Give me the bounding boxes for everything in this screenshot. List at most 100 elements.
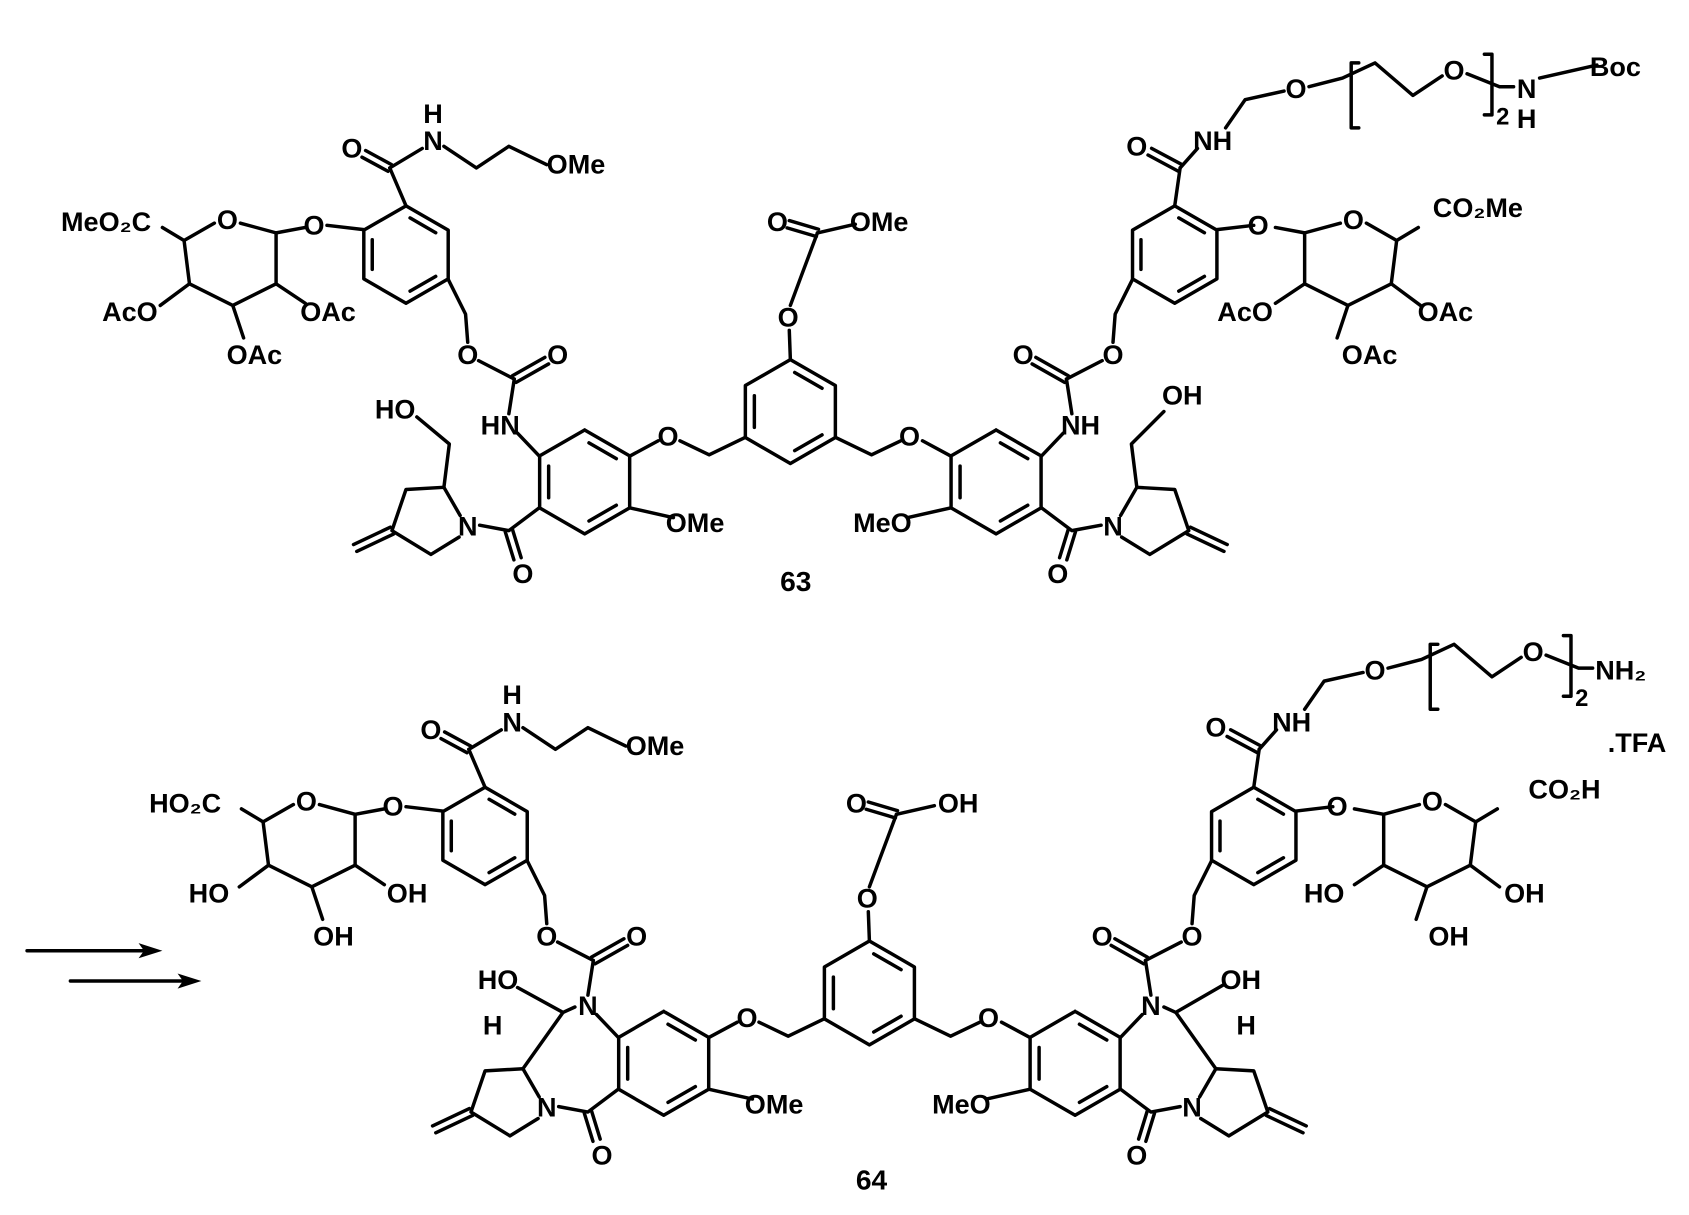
double-bond: [1036, 357, 1068, 375]
bond: [471, 1069, 539, 1136]
atom-label: OMe: [547, 150, 606, 180]
atom-label: O: [1285, 74, 1306, 104]
double-bond: [1146, 1113, 1155, 1141]
bond: [1113, 279, 1132, 342]
double-bond: [866, 809, 895, 818]
double-bond: [1067, 532, 1076, 560]
atom-label: OMe: [745, 1089, 804, 1119]
aromatic-ring: [824, 941, 914, 1045]
atom-label: O: [626, 922, 647, 952]
bond: [790, 233, 817, 306]
bond: [1164, 1007, 1216, 1069]
atom-label: 2: [1496, 104, 1509, 131]
bond: [233, 305, 244, 337]
double-bond: [1139, 1111, 1148, 1139]
bond: [1042, 433, 1064, 456]
bond: [597, 1015, 619, 1038]
bond: [1305, 223, 1341, 233]
atom-label: Boc: [1590, 52, 1641, 82]
bond: [896, 806, 934, 815]
atom-label: O: [857, 884, 878, 914]
atom-label: HO: [189, 878, 230, 908]
double-bond: [1269, 1109, 1306, 1126]
bond: [1388, 644, 1521, 676]
double-bond: [505, 532, 514, 560]
atom-label: O: [1444, 55, 1465, 85]
atom-label: O: [1205, 713, 1226, 743]
bond: [444, 146, 547, 168]
bond: [986, 1089, 1029, 1099]
atom-label: O: [382, 792, 403, 822]
bracket-close: [1484, 54, 1492, 115]
atom-label: HO: [478, 965, 519, 995]
atom-label: OH: [1162, 380, 1203, 410]
aromatic-ring: [540, 430, 630, 534]
atom-label: OAc: [227, 340, 283, 370]
compound-number-64: 64: [856, 1165, 888, 1196]
atom-label: O: [899, 421, 920, 451]
atom-label: O: [737, 1003, 758, 1033]
double-bond: [595, 945, 627, 963]
double-bond: [1032, 364, 1064, 382]
bond: [1275, 227, 1304, 232]
atom-label: O: [1327, 792, 1348, 822]
bond: [509, 379, 514, 414]
atom-label: H: [423, 99, 443, 129]
atom-label: NH: [1193, 126, 1232, 156]
atom-label: O: [591, 1140, 612, 1170]
atom-label: N: [458, 511, 478, 541]
bond: [1121, 1089, 1181, 1112]
aromatic-ring: [364, 206, 448, 303]
bond: [406, 807, 443, 811]
double-bond: [357, 534, 394, 551]
double-bond: [1111, 945, 1143, 963]
atom-label: MeO: [932, 1089, 991, 1119]
double-bond: [516, 364, 548, 382]
bond: [518, 988, 563, 1013]
double-bond: [584, 1113, 593, 1141]
bond: [319, 805, 355, 815]
atom-label: NH: [1272, 707, 1311, 737]
atom-label: OH: [387, 878, 428, 908]
atom-label: N: [1517, 74, 1537, 104]
atom-label: O: [778, 302, 799, 332]
double-bond: [592, 1111, 601, 1139]
atom-label: 2: [1575, 685, 1588, 712]
atom-label: CO₂Me: [1433, 193, 1523, 223]
double-bond: [1115, 939, 1147, 957]
bond: [1175, 168, 1180, 206]
double-bond: [787, 228, 816, 237]
bond: [1354, 865, 1383, 884]
atom-label: OAc: [300, 297, 356, 327]
bond: [922, 441, 950, 456]
bond: [1145, 960, 1150, 995]
aromatic-ring: [1212, 787, 1296, 884]
atom-label: H: [1236, 1010, 1256, 1040]
bond: [1176, 984, 1225, 1012]
atom-label: O: [420, 715, 441, 745]
bond: [1416, 887, 1427, 919]
atom-label: O: [1422, 786, 1443, 816]
bond: [527, 861, 546, 924]
bond: [479, 361, 515, 379]
atom-label: OH: [313, 922, 354, 952]
bond: [559, 1089, 619, 1112]
atom-label: O: [978, 1003, 999, 1033]
bond: [1309, 63, 1442, 95]
bond: [1042, 508, 1102, 531]
bond: [480, 508, 540, 531]
bond: [1305, 672, 1363, 709]
atom-label: N: [1103, 511, 1123, 541]
double-bond: [868, 802, 897, 811]
atom-label: OH: [1220, 965, 1261, 995]
atom-label: O: [1126, 1140, 1147, 1170]
bond: [1066, 379, 1071, 414]
atom-label: O: [1248, 210, 1269, 240]
bond: [355, 865, 384, 884]
atom-label: N: [537, 1093, 557, 1123]
atom-label: O: [657, 421, 678, 451]
bond: [469, 749, 485, 787]
aromatic-ring: [745, 360, 835, 464]
bond: [1397, 227, 1419, 240]
